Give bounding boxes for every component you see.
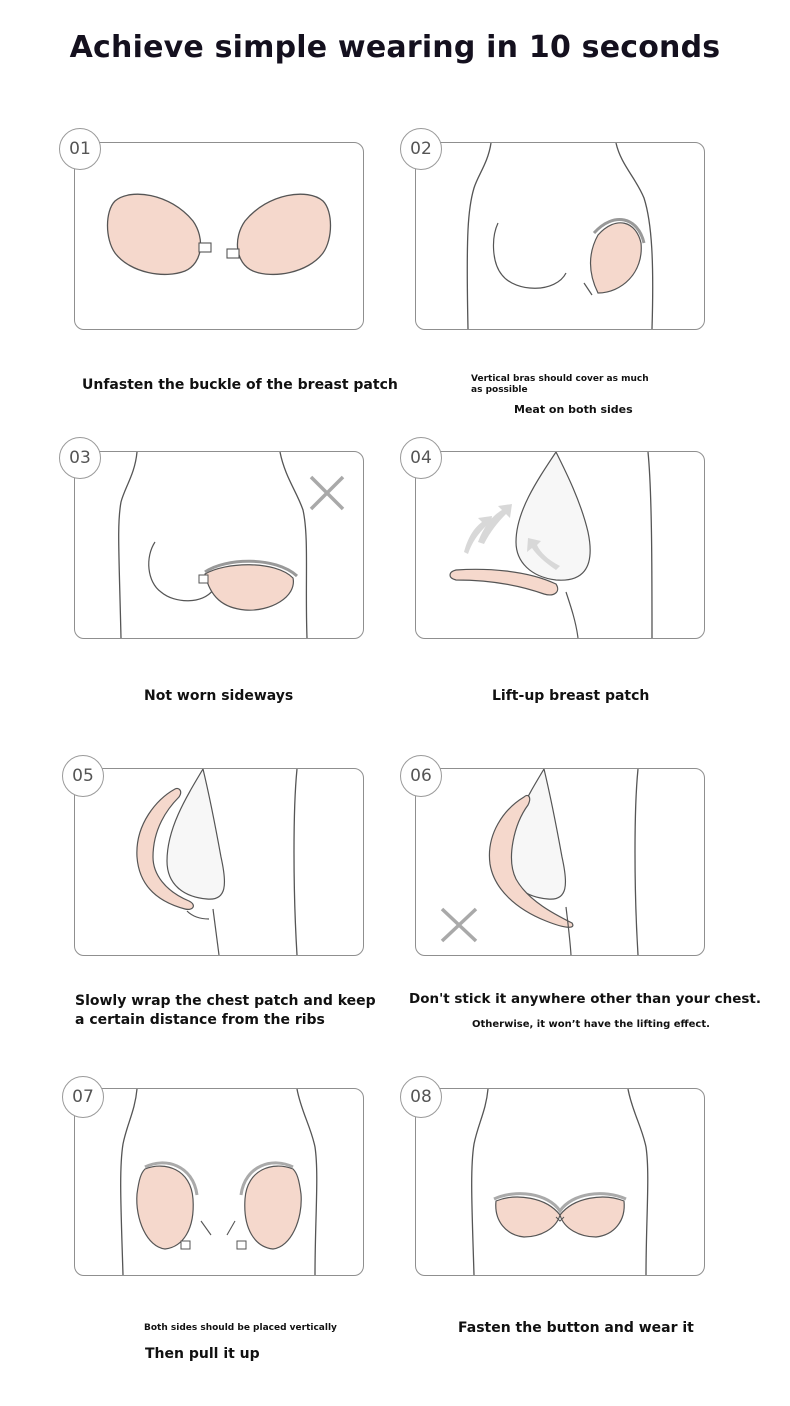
body-sideways-cup-illustration bbox=[118, 452, 345, 638]
body-single-cup-illustration bbox=[466, 143, 654, 329]
step-2-note: Vertical bras should cover as much as po… bbox=[471, 374, 649, 395]
step-5-caption-line2: a certain distance from the ribs bbox=[75, 1012, 325, 1028]
step-5-number: 05 bbox=[62, 755, 104, 797]
step-2-panel bbox=[415, 142, 705, 330]
step-2-number: 02 bbox=[400, 128, 442, 170]
page-title: Achieve simple wearing in 10 seconds bbox=[69, 30, 721, 65]
wrong-cross-icon bbox=[309, 475, 345, 511]
step-8-panel bbox=[415, 1088, 705, 1276]
step-7-number: 07 bbox=[62, 1076, 104, 1118]
lift-arrow-icon bbox=[464, 504, 560, 570]
step-1-number: 01 bbox=[59, 128, 101, 170]
step-7-note: Both sides should be placed vertically bbox=[144, 1323, 337, 1333]
step-8-caption: Fasten the button and wear it bbox=[458, 1320, 694, 1336]
step-3-panel bbox=[74, 451, 364, 639]
fastened-bra-illustration bbox=[471, 1089, 649, 1275]
step-3-caption: Not worn sideways bbox=[144, 688, 294, 704]
step-4-panel bbox=[415, 451, 705, 639]
step-6-panel bbox=[415, 768, 705, 956]
step-4-number: 04 bbox=[400, 437, 442, 479]
step-2-caption: Meat on both sides bbox=[514, 403, 633, 416]
step-5-caption-line1: Slowly wrap the chest patch and keep bbox=[75, 993, 376, 1009]
step-3-number: 03 bbox=[59, 437, 101, 479]
step-6-note: Otherwise, it won’t have the lifting eff… bbox=[472, 1019, 710, 1030]
lift-up-patch-illustration bbox=[449, 452, 653, 638]
step-6-number: 06 bbox=[400, 755, 442, 797]
step-8-number: 08 bbox=[400, 1076, 442, 1118]
wrong-cross-icon bbox=[440, 907, 478, 943]
wrong-placement-illustration bbox=[440, 769, 639, 955]
step-1-caption: Unfasten the buckle of the breast patch bbox=[82, 377, 398, 393]
step-7-caption: Then pull it up bbox=[145, 1346, 260, 1362]
wrap-patch-illustration bbox=[136, 769, 298, 955]
step-5-panel bbox=[74, 768, 364, 956]
vertical-cups-illustration bbox=[120, 1089, 318, 1275]
step-4-caption: Lift-up breast patch bbox=[492, 688, 650, 704]
step-1-panel bbox=[74, 142, 364, 330]
step-6-caption: Don't stick it anywhere other than your … bbox=[409, 991, 761, 1007]
bra-cups-illustration bbox=[106, 193, 332, 276]
step-7-panel bbox=[74, 1088, 364, 1276]
